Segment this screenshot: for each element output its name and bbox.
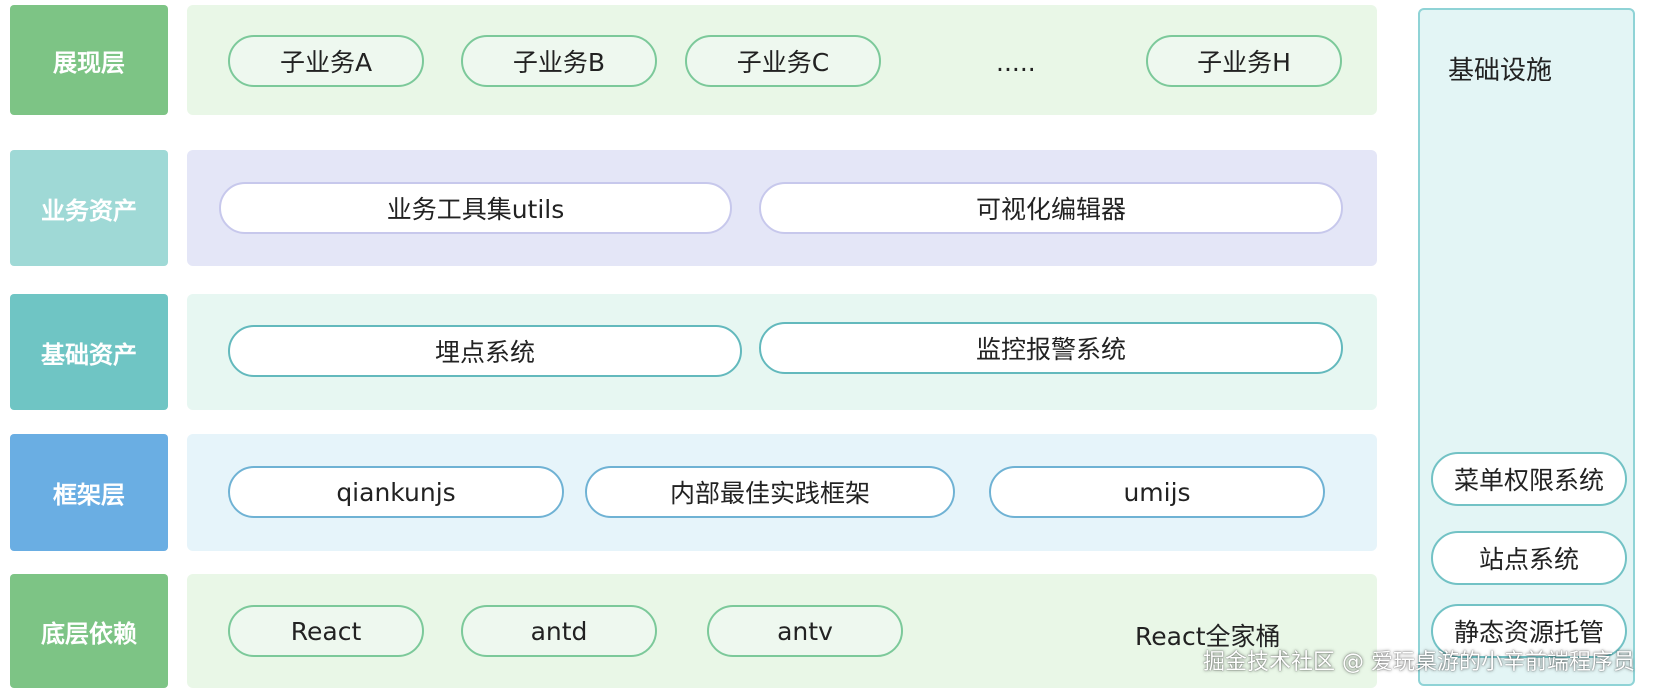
infrastructure-title: 基础设施 xyxy=(1448,56,1553,86)
layer-label-dependencies: 底层依赖 xyxy=(10,574,168,688)
node-sub-business-c: 子业务C xyxy=(685,35,881,87)
node-internal-best-practice-framework: 内部最佳实践框架 xyxy=(585,466,955,518)
node-antv: antv xyxy=(707,605,903,657)
node-menu-permission-system: 菜单权限系统 xyxy=(1431,452,1627,506)
node-antd: antd xyxy=(461,605,657,657)
node-react: React xyxy=(228,605,424,657)
layer-label-base-assets: 基础资产 xyxy=(10,294,168,410)
node-qiankunjs: qiankunjs xyxy=(228,466,564,518)
node-sub-business-b: 子业务B xyxy=(461,35,657,87)
layer-label-presentation: 展现层 xyxy=(10,5,168,115)
ellipsis-text: ..... xyxy=(996,48,1036,77)
node-sub-business-a: 子业务A xyxy=(228,35,424,87)
layer-label-business-assets: 业务资产 xyxy=(10,150,168,266)
node-monitoring-alert-system: 监控报警系统 xyxy=(759,322,1343,374)
node-tracking-system: 埋点系统 xyxy=(228,325,742,377)
node-site-system: 站点系统 xyxy=(1431,531,1627,585)
node-static-resource-hosting: 静态资源托管 xyxy=(1431,604,1627,658)
node-umijs: umijs xyxy=(989,466,1325,518)
node-sub-business-h: 子业务H xyxy=(1146,35,1342,87)
layer-label-framework: 框架层 xyxy=(10,434,168,551)
node-business-utils: 业务工具集utils xyxy=(219,182,732,234)
watermark-text: 掘金技术社区 @ 爱玩桌游的小辛前端程序员 xyxy=(1203,650,1635,675)
node-visual-editor: 可视化编辑器 xyxy=(759,182,1343,234)
react-family-text: React全家桶 xyxy=(1135,622,1281,651)
